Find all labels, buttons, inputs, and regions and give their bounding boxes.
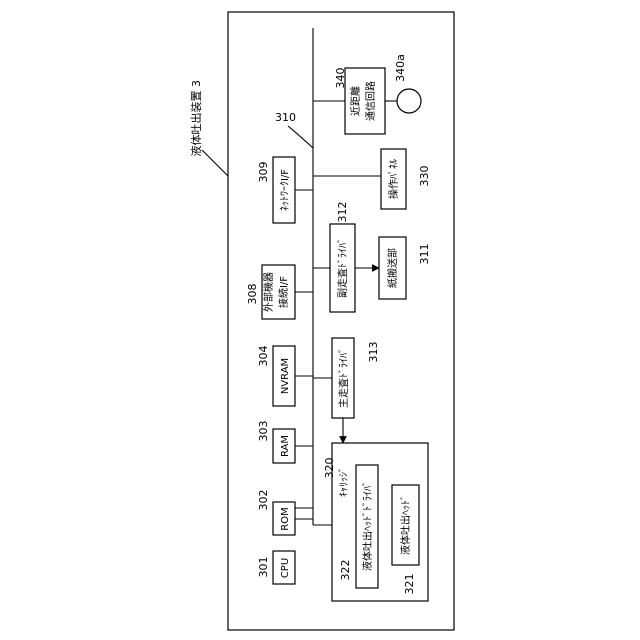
device-title: 液体吐出装置 3 [189, 80, 203, 157]
headdrv-label: 液体吐出ﾍｯﾄﾞﾄﾞﾗｲﾊﾞ [361, 481, 374, 571]
bus-leader-line [288, 126, 313, 148]
nvram-ref: 304 [257, 346, 270, 367]
nfc-ref: 340 [334, 68, 347, 89]
netif-label: ﾈｯﾄﾜｰｸI/F [279, 169, 291, 211]
antenna-ref: 340a [394, 54, 407, 82]
nvram-label: NVRAM [280, 358, 291, 394]
subscan-label: 副走査ﾄﾞﾗｲﾊﾞ [336, 238, 349, 298]
antenna-icon [397, 89, 421, 113]
carriage-label: ｷｬﾘｯｼﾞ [338, 467, 350, 497]
panel-label: 操作ﾊﾟﾈﾙ [387, 159, 400, 199]
carriage-ref: 320 [323, 458, 336, 479]
bus-ref: 310 [275, 111, 296, 124]
head-ref: 321 [403, 574, 416, 595]
mainscan-label: 主走査ﾄﾞﾗｲﾊﾞ [337, 348, 350, 408]
extif-label-1: 外部機器 [262, 272, 275, 312]
ram-label: RAM [280, 435, 291, 457]
headdrv-ref: 322 [339, 560, 352, 581]
head-label: 液体吐出ﾍｯﾄﾞ [399, 495, 412, 555]
ram-ref: 303 [257, 421, 270, 442]
panel-ref: 330 [418, 166, 431, 187]
rom-label: ROM [280, 507, 291, 530]
rom-ref: 302 [257, 490, 270, 511]
extif-label-2: 接続I/F [277, 276, 290, 308]
extif-ref: 308 [246, 284, 259, 305]
mainscan-ref: 313 [367, 342, 380, 363]
nfc-label-2: 通信回路 [364, 81, 377, 121]
paper-label: 紙搬送部 [386, 248, 399, 288]
paper-ref: 311 [418, 244, 431, 265]
cpu-label: CPU [280, 558, 291, 578]
cpu-ref: 301 [257, 557, 270, 578]
netif-ref: 309 [257, 162, 270, 183]
subscan-ref: 312 [336, 202, 349, 223]
nfc-label-1: 近距離 [349, 86, 362, 116]
device-leader-line [202, 150, 228, 176]
